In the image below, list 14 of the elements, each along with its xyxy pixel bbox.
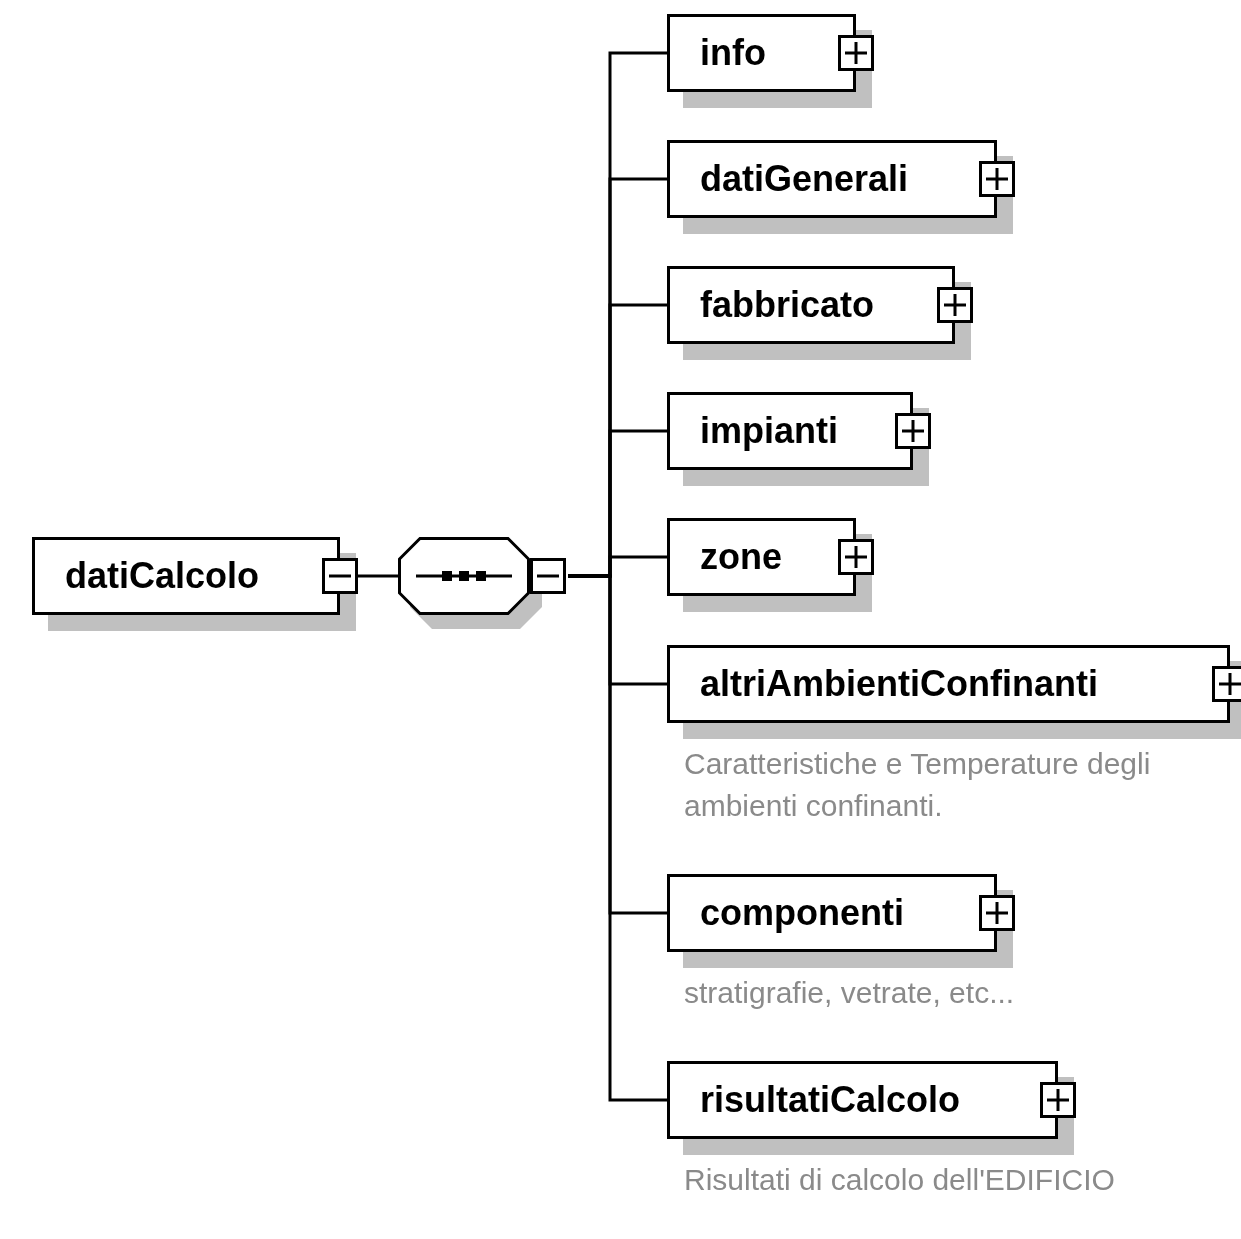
annotation-text: Risultati di calcolo dell'EDIFICIO xyxy=(684,1162,1116,1198)
element-name: info xyxy=(700,35,766,71)
element-name: altriAmbientiConfinanti xyxy=(700,666,1098,702)
element-name: risultatiCalcolo xyxy=(700,1082,961,1118)
element-name: zone xyxy=(700,539,782,575)
annotation-text: Caratteristiche e Temperature degli ambienti confinanti. xyxy=(684,746,1152,824)
element-name: datiGenerali xyxy=(700,161,909,197)
element-name: fabbricato xyxy=(700,287,875,323)
element-name: componenti xyxy=(700,895,904,931)
connector-line xyxy=(358,574,398,578)
element-name: datiCalcolo xyxy=(65,558,260,594)
annotation-text: stratigrafie, vetrate, etc... xyxy=(684,975,1016,1011)
connector-line xyxy=(568,574,667,1102)
element-name: impianti xyxy=(700,413,838,449)
